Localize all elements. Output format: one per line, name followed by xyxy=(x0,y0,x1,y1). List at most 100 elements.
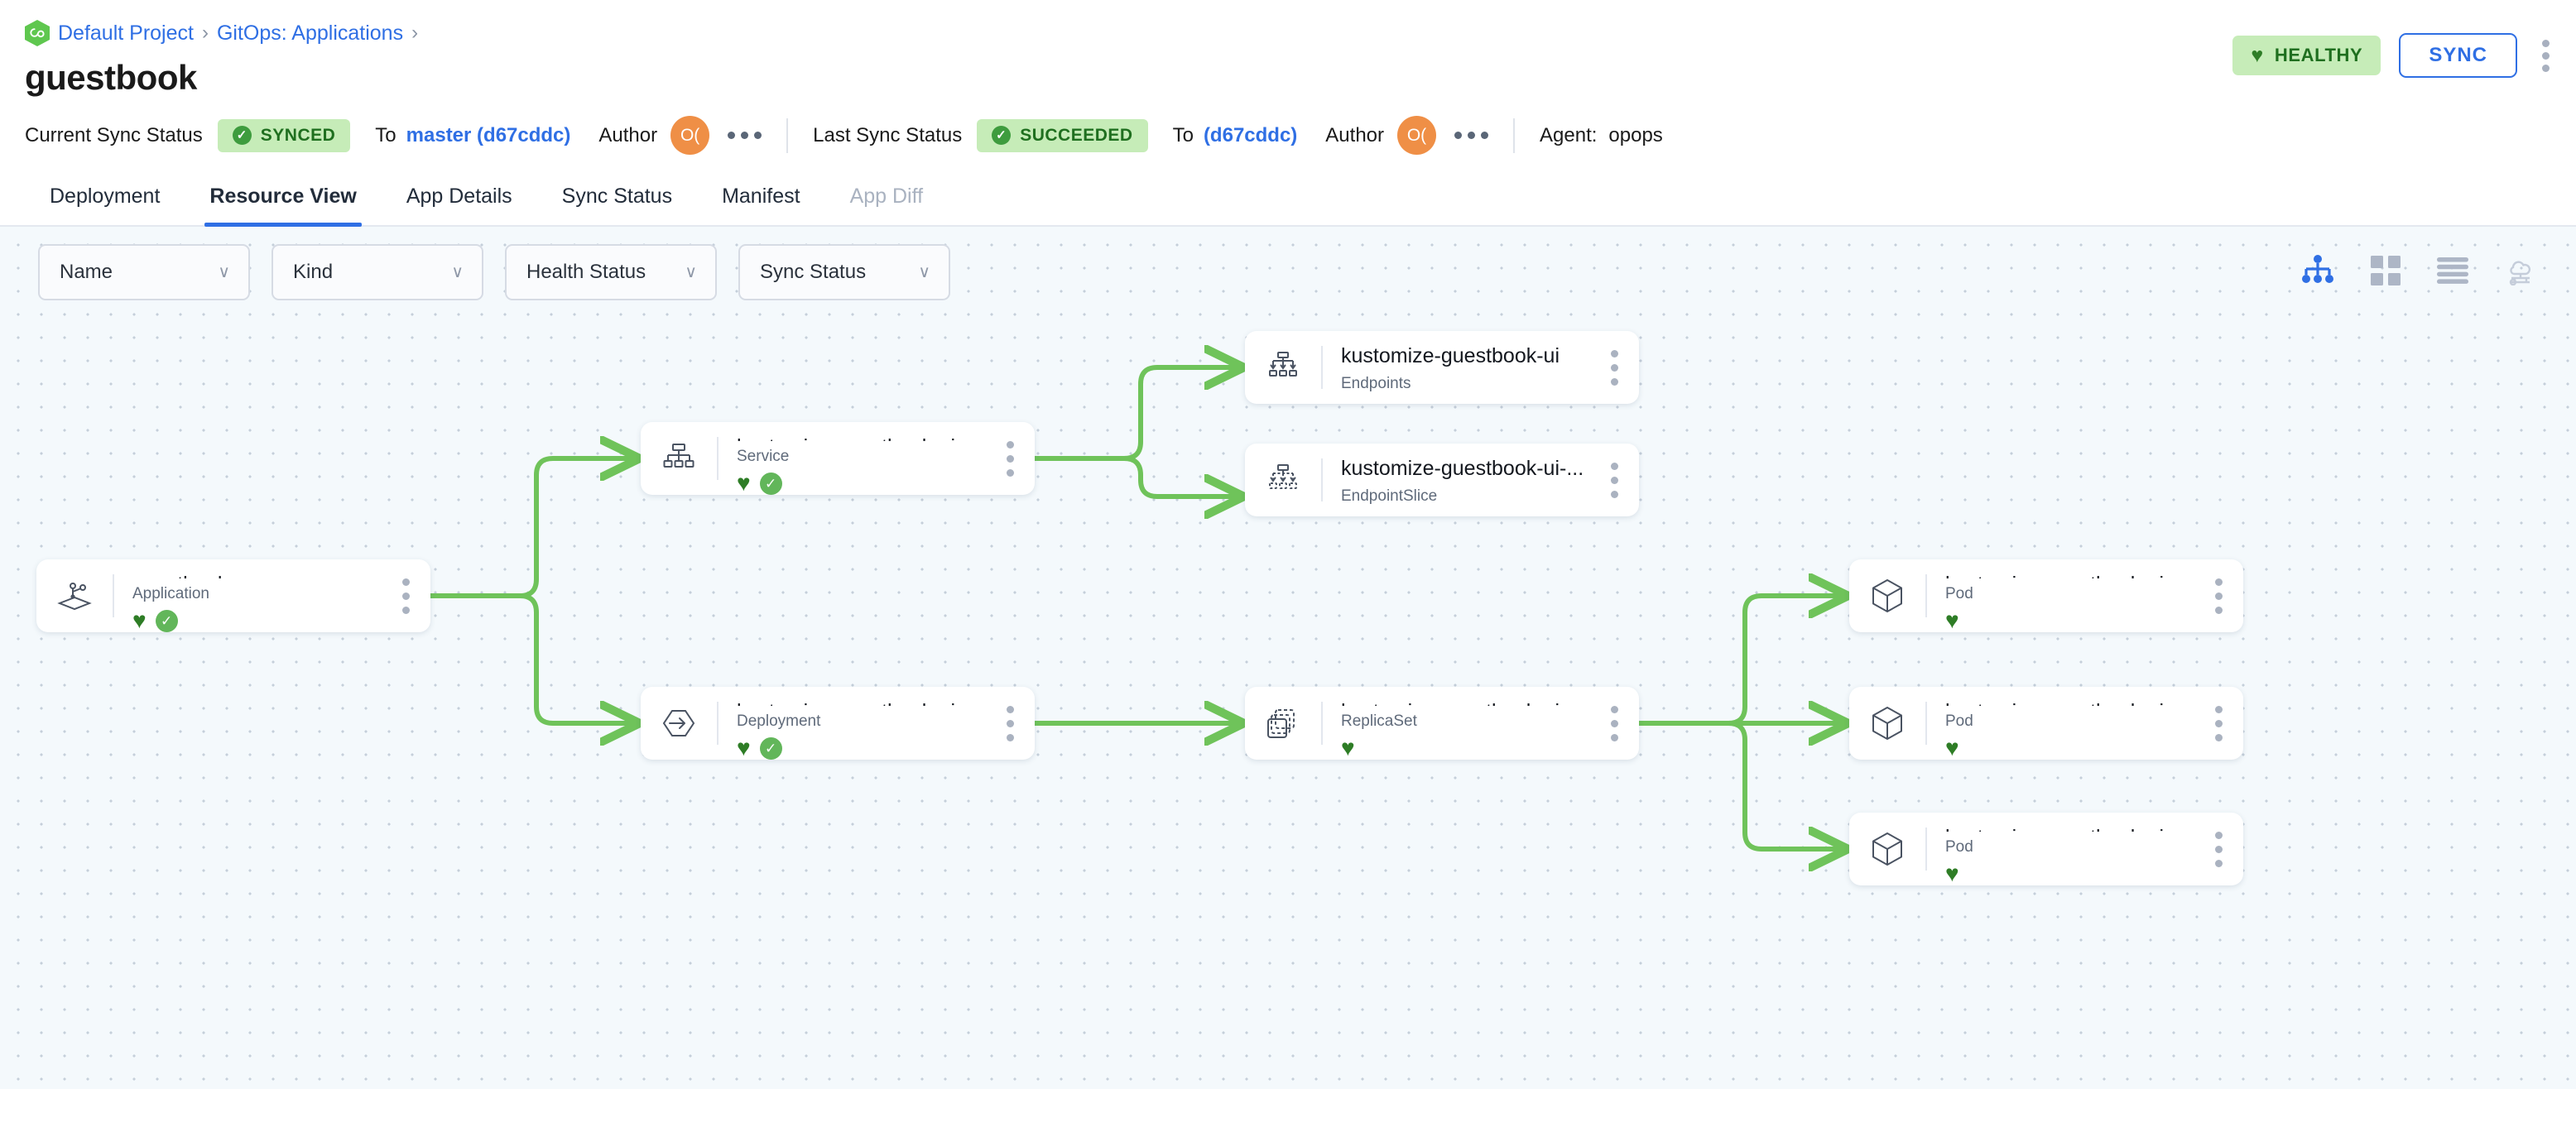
agent-value: opops xyxy=(1608,123,1663,146)
node-menu-icon[interactable] xyxy=(985,687,1035,760)
node-body: kustomize-guestbook-ui-... Pod ♥ xyxy=(1927,687,2194,760)
node-badges: ♥ xyxy=(1341,736,1589,760)
grid-view-icon[interactable] xyxy=(2371,256,2401,285)
node-badges: ♥ ✓ xyxy=(737,472,985,495)
graph-node-pod-1[interactable]: kustomize-guestbook-ui-... Pod ♥ xyxy=(1849,559,2243,632)
filter-kind-label: Kind xyxy=(293,261,334,283)
sync-check-icon: ✓ xyxy=(155,609,178,632)
node-menu-icon[interactable] xyxy=(2194,559,2243,632)
heart-icon: ♥ xyxy=(1945,861,1959,886)
status-badge-healthy: ♥ HEALTHY xyxy=(2232,36,2381,75)
node-title: kustomize-guestbook-ui-... xyxy=(1945,573,2194,578)
last-revision-link[interactable]: (d67cddc) xyxy=(1203,123,1298,146)
node-title: kustomize-guestbook-ui xyxy=(737,435,985,441)
list-view-icon[interactable] xyxy=(2437,257,2468,284)
node-kind: Pod xyxy=(1945,712,1973,731)
graph-node-pod-2[interactable]: kustomize-guestbook-ui-... Pod ♥ xyxy=(1849,687,2243,760)
graph-node-service[interactable]: kustomize-guestbook-ui Service ♥ ✓ xyxy=(641,422,1035,495)
filter-health-status-label: Health Status xyxy=(526,261,646,283)
node-title: kustomize-guestbook-ui-... xyxy=(1945,700,2194,706)
node-menu-icon[interactable] xyxy=(2194,687,2243,760)
node-menu-icon[interactable] xyxy=(1589,687,1639,760)
kebab-menu-icon[interactable] xyxy=(2535,36,2556,75)
node-kind: Service xyxy=(737,448,790,466)
chevron-down-icon-3: ∨ xyxy=(685,263,697,281)
sync-button[interactable]: SYNC xyxy=(2399,33,2517,78)
node-body: kustomize-guestbook-ui Deployment ♥ ✓ xyxy=(718,687,985,760)
current-revision-link[interactable]: master (d67cddc) xyxy=(406,123,571,146)
node-kind: Pod xyxy=(1945,838,1973,856)
tab-app-diff: App Diff xyxy=(849,185,924,208)
heart-icon: ♥ xyxy=(1341,735,1355,760)
network-view-icon[interactable] xyxy=(2505,256,2536,285)
heart-icon: ♥ xyxy=(737,470,751,496)
last-author-more-icon[interactable] xyxy=(1454,132,1489,139)
node-title: kustomize-guestbook-ui xyxy=(737,700,985,706)
filter-health-status-select[interactable]: Health Status ∨ xyxy=(505,244,717,300)
graph-node-application[interactable]: guestbook Application ♥ ✓ xyxy=(36,559,430,632)
tab-bar: Deployment Resource View App Details Syn… xyxy=(0,173,2576,227)
breadcrumb-item-default-project[interactable]: Default Project xyxy=(58,21,194,45)
succeeded-badge-label: SUCCEEDED xyxy=(1020,125,1133,145)
divider xyxy=(1321,458,1323,501)
tab-app-details[interactable]: App Details xyxy=(406,185,512,208)
graph-node-replicaset[interactable]: kustomize-guestbook-ui-... ReplicaSet ♥ xyxy=(1245,687,1639,760)
current-sync-status-label: Current Sync Status xyxy=(25,123,203,146)
node-title: kustomize-guestbook-ui-... xyxy=(1341,700,1589,706)
application-icon xyxy=(36,559,113,632)
node-title: kustomize-guestbook-ui-... xyxy=(1945,826,2194,832)
divider xyxy=(1925,702,1927,745)
filter-kind-select[interactable]: Kind ∨ xyxy=(272,244,483,300)
node-menu-icon[interactable] xyxy=(1589,331,1639,404)
check-circle-icon-2: ✓ xyxy=(992,126,1012,145)
endpointslice-icon xyxy=(1245,444,1321,516)
filter-sync-status-select[interactable]: Sync Status ∨ xyxy=(738,244,950,300)
tree-view-icon[interactable] xyxy=(2301,255,2334,286)
node-badges: ♥ xyxy=(1945,609,2194,632)
node-body: kustomize-guestbook-ui Endpoints xyxy=(1323,331,1589,404)
node-badges: ♥ ✓ xyxy=(737,736,985,760)
pod-icon xyxy=(1849,687,1925,760)
tab-resource-view[interactable]: Resource View xyxy=(185,173,381,227)
chevron-down-icon-2: ∨ xyxy=(451,263,464,281)
app-header: Default Project › GitOps: Applications ›… xyxy=(0,0,2576,98)
current-author-more-icon[interactable] xyxy=(728,132,762,139)
page-title: guestbook xyxy=(25,58,197,97)
node-body: kustomize-guestbook-ui Service ♥ ✓ xyxy=(718,422,985,495)
avatar-2[interactable]: O( xyxy=(1397,116,1437,155)
divider xyxy=(1321,702,1323,745)
status-badge-synced: ✓ SYNCED xyxy=(217,118,351,152)
heart-icon: ♥ xyxy=(1945,607,1959,633)
tab-sync-status[interactable]: Sync Status xyxy=(561,185,673,208)
resource-graph-canvas[interactable]: Name ∨ Kind ∨ Health Status ∨ Sync Statu… xyxy=(0,227,2576,1089)
node-menu-icon[interactable] xyxy=(1589,444,1639,516)
filter-name-label: Name xyxy=(60,261,113,283)
synced-badge-label: SYNCED xyxy=(260,125,336,145)
divider xyxy=(113,574,114,617)
node-menu-icon[interactable] xyxy=(2194,813,2243,885)
sync-check-icon: ✓ xyxy=(759,472,782,495)
node-body: guestbook Application ♥ ✓ xyxy=(114,559,381,632)
breadcrumb-item-gitops-applications[interactable]: GitOps: Applications xyxy=(216,21,404,45)
node-body: kustomize-guestbook-ui-... ReplicaSet ♥ xyxy=(1323,687,1589,760)
avatar[interactable]: O( xyxy=(670,116,710,155)
node-badges: ♥ ✓ xyxy=(132,609,381,632)
node-title: guestbook xyxy=(132,573,381,578)
divider xyxy=(717,702,718,745)
tab-manifest[interactable]: Manifest xyxy=(722,185,800,208)
graph-node-endpoints[interactable]: kustomize-guestbook-ui Endpoints xyxy=(1245,331,1639,404)
breadcrumb-separator: › xyxy=(201,22,209,44)
graph-node-endpointslice[interactable]: kustomize-guestbook-ui-... EndpointSlice xyxy=(1245,444,1639,516)
node-title: kustomize-guestbook-ui-... xyxy=(1341,457,1584,480)
divider-2 xyxy=(1513,118,1516,153)
tab-deployment[interactable]: Deployment xyxy=(50,185,161,208)
breadcrumb: Default Project › GitOps: Applications › xyxy=(0,0,2576,46)
graph-node-deployment[interactable]: kustomize-guestbook-ui Deployment ♥ ✓ xyxy=(641,687,1035,760)
node-menu-icon[interactable] xyxy=(985,422,1035,495)
divider xyxy=(1925,828,1927,871)
node-menu-icon[interactable] xyxy=(381,559,430,632)
graph-node-pod-3[interactable]: kustomize-guestbook-ui-... Pod ♥ xyxy=(1849,813,2243,885)
sync-check-icon: ✓ xyxy=(759,736,782,760)
node-kind: EndpointSlice xyxy=(1341,487,1438,505)
filter-name-select[interactable]: Name ∨ xyxy=(38,244,250,300)
